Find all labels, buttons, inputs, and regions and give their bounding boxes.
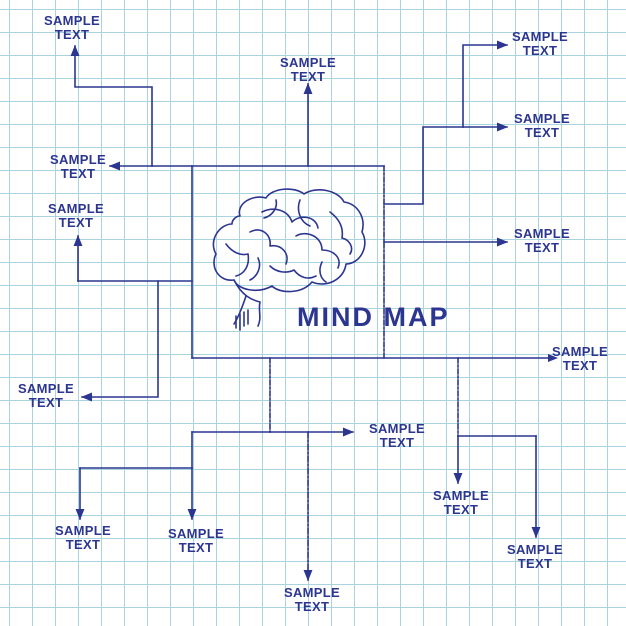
node-label-line1: SAMPLE xyxy=(507,542,563,557)
connector-right-top xyxy=(462,40,509,128)
node-label-line1: SAMPLE xyxy=(552,344,608,359)
node-label-line2: TEXT xyxy=(60,166,96,181)
node-label-line2: TEXT xyxy=(524,125,560,140)
node-label-line2: TEXT xyxy=(65,537,101,552)
node-label-line1: SAMPLE xyxy=(48,201,104,216)
node-label-line2: TEXT xyxy=(58,215,94,230)
node-label-line2: TEXT xyxy=(290,69,326,84)
node-label-line2: TEXT xyxy=(562,358,598,373)
node-label-line1: SAMPLE xyxy=(433,488,489,503)
brain-icon xyxy=(212,188,366,331)
node-label-line1: SAMPLE xyxy=(280,55,336,70)
node-label-line1: SAMPLE xyxy=(50,152,106,167)
node-label-line1: SAMPLE xyxy=(44,13,100,28)
node-label-line2: TEXT xyxy=(178,540,214,555)
connector-top-left xyxy=(70,44,153,167)
connector-right-center-head xyxy=(548,354,558,362)
node-label-line1: SAMPLE xyxy=(284,585,340,600)
node-label-line2: TEXT xyxy=(379,435,415,450)
node-label-line1: SAMPLE xyxy=(514,111,570,126)
node-label-line2: TEXT xyxy=(517,556,553,571)
node-label-line1: SAMPLE xyxy=(18,381,74,396)
node-label-line1: SAMPLE xyxy=(512,29,568,44)
node-label-line2: TEXT xyxy=(522,43,558,58)
connector-left-lower xyxy=(80,280,159,402)
node-label-line2: TEXT xyxy=(443,502,479,517)
node-label-line2: TEXT xyxy=(54,27,90,42)
node-label-line1: SAMPLE xyxy=(55,523,111,538)
node-label-line2: TEXT xyxy=(28,395,64,410)
node-label-line2: TEXT xyxy=(524,240,560,255)
node-label-line1: SAMPLE xyxy=(369,421,425,436)
node-label-line2: TEXT xyxy=(294,599,330,614)
node-label-line1: SAMPLE xyxy=(514,226,570,241)
mind-map-title: MIND MAP xyxy=(297,302,450,332)
node-label-line1: SAMPLE xyxy=(168,526,224,541)
